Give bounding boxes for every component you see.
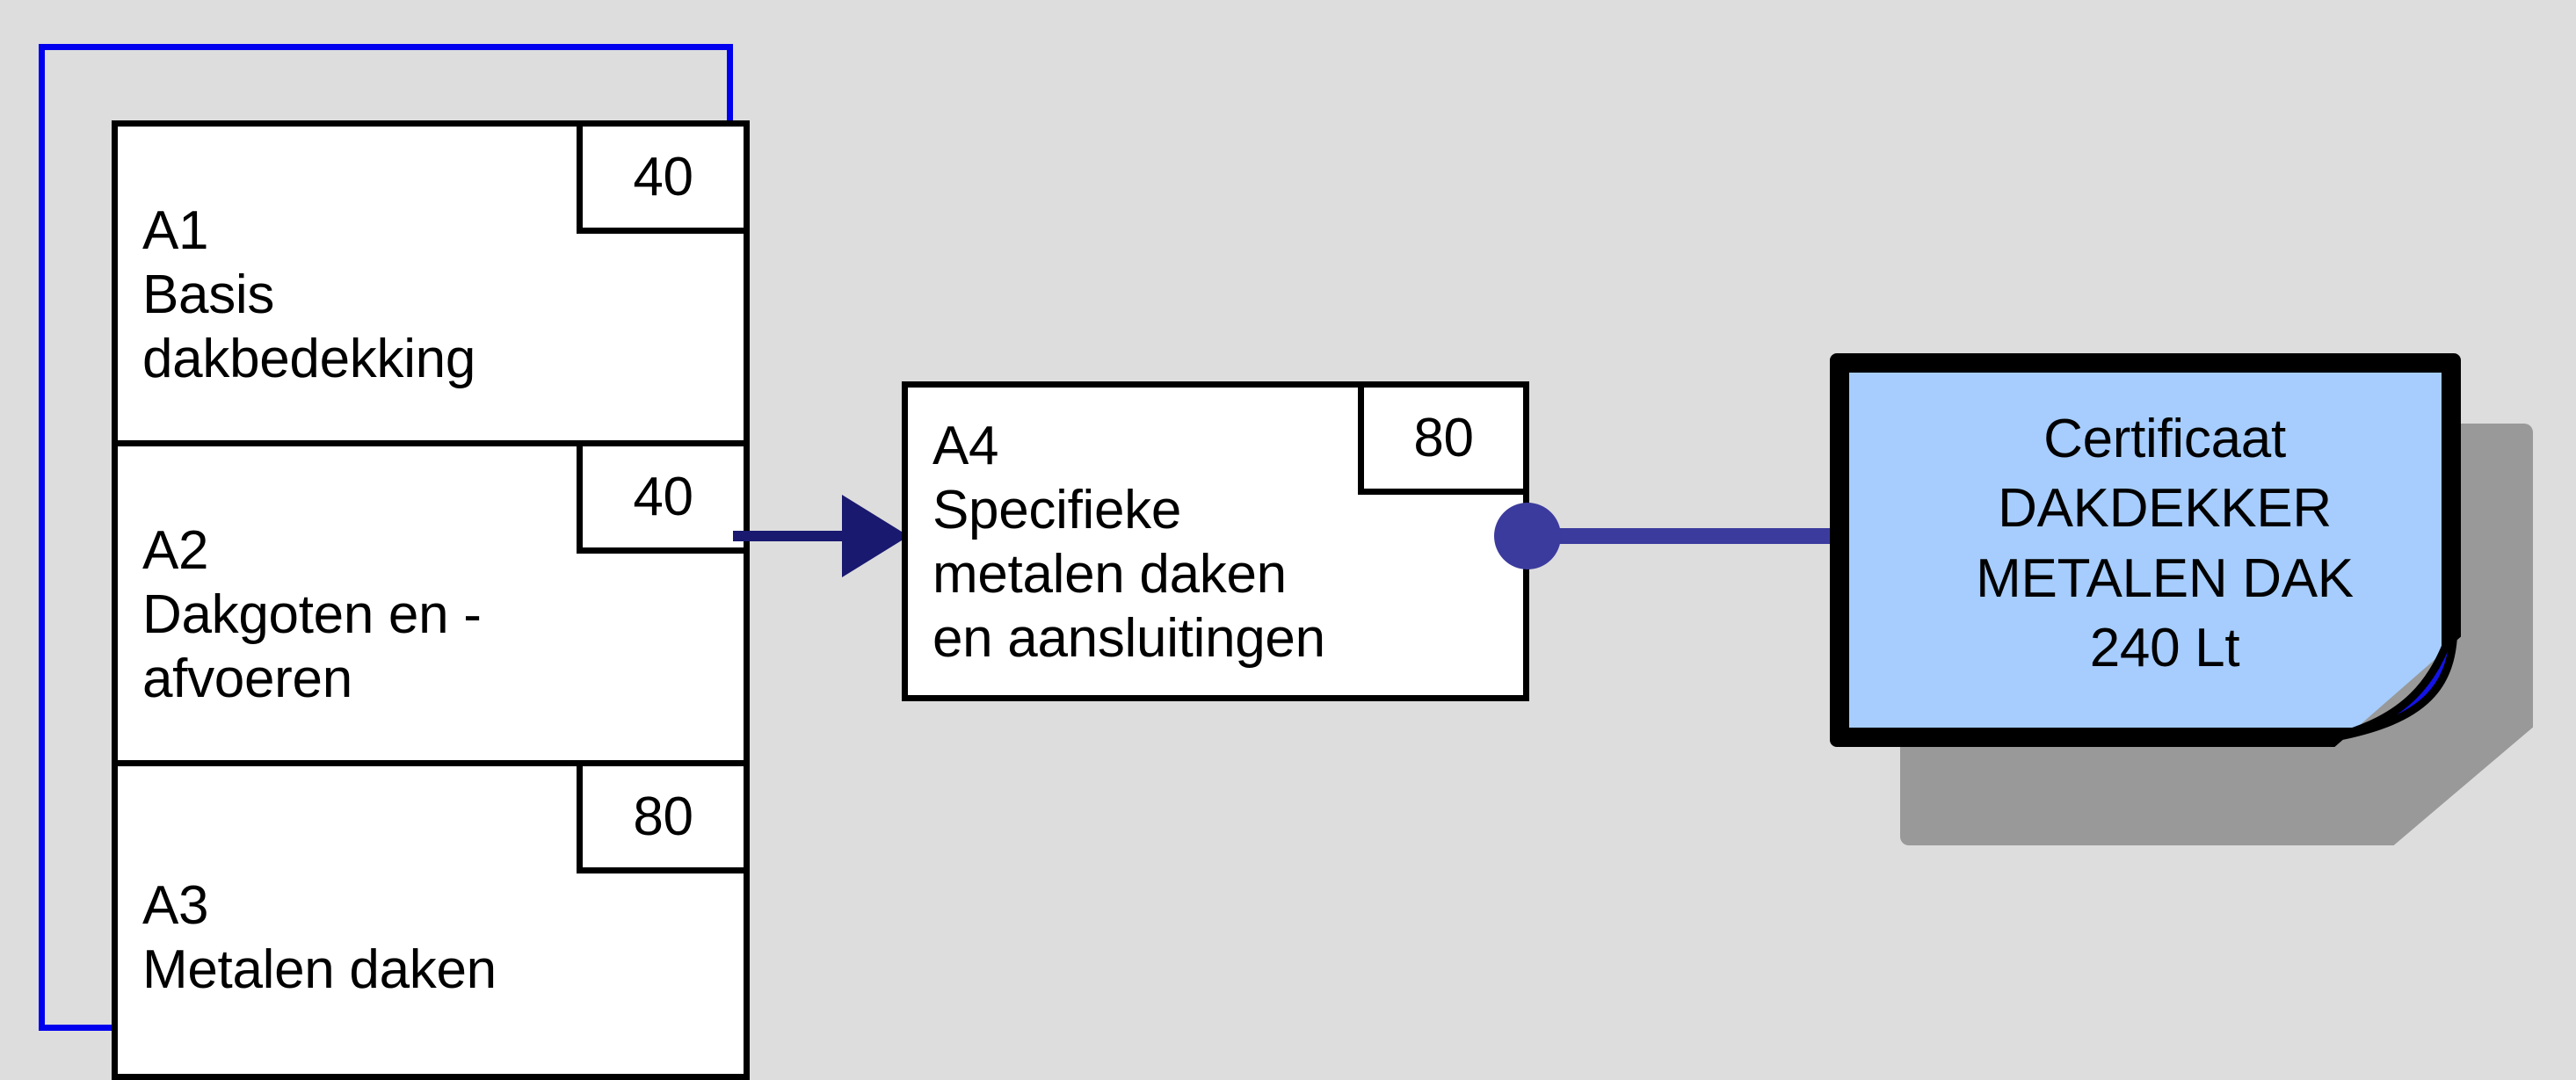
note-text: Certificaat DAKDEKKER METALEN DAK 240 Lt	[1976, 409, 2354, 679]
folded-corner-icon	[2322, 615, 2466, 749]
process-label-a3: A3 Metalen daken	[142, 875, 497, 1001]
flow-arrow-head-icon	[842, 495, 909, 577]
duration-badge-a1: 40	[577, 127, 744, 234]
process-box-a1[interactable]: 40 A1 Basis dakbedekking	[112, 120, 750, 447]
process-box-a4[interactable]: 80 A4 Specifieke metalen daken en aanslu…	[902, 381, 1529, 701]
note-body: Certificaat DAKDEKKER METALEN DAK 240 Lt	[1830, 353, 2461, 747]
certificate-note[interactable]: Certificaat DAKDEKKER METALEN DAK 240 Lt	[1830, 353, 2533, 845]
process-label-a2: A2 Dakgoten en - afvoeren	[142, 520, 482, 710]
association-endpoint-dot-icon	[1494, 503, 1561, 569]
flow-arrow-line	[733, 531, 865, 541]
association-line	[1527, 528, 1839, 544]
process-box-a3[interactable]: 80 A3 Metalen daken	[112, 760, 750, 1080]
process-group-container[interactable]: 40 A1 Basis dakbedekking 40 A2 Dakgoten …	[39, 44, 750, 1080]
duration-badge-a4: 80	[1358, 388, 1523, 495]
duration-badge-a2: 40	[577, 446, 744, 554]
duration-badge-a3: 80	[577, 766, 744, 873]
process-box-a2[interactable]: 40 A2 Dakgoten en - afvoeren	[112, 440, 750, 767]
process-label-a1: A1 Basis dakbedekking	[142, 200, 476, 390]
process-label-a4: A4 Specifieke metalen daken en aansluiti…	[932, 416, 1325, 670]
